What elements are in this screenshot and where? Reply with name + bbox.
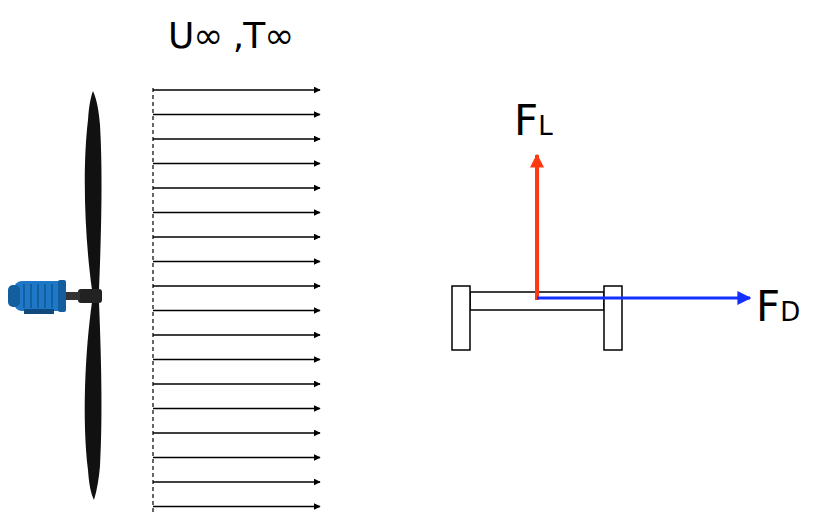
flow-arrow <box>153 359 320 360</box>
flow-arrow <box>153 310 320 311</box>
flow-arrow <box>153 457 320 458</box>
motor-body <box>14 281 66 311</box>
motor-fins <box>24 284 52 308</box>
flow-arrow <box>153 163 320 164</box>
motor-cap <box>8 285 20 307</box>
drag-label: FD <box>756 286 800 328</box>
flow-arrow <box>153 432 320 433</box>
flow-arrow <box>153 261 320 262</box>
propeller-blade <box>85 91 102 290</box>
flow-arrow <box>153 506 320 507</box>
flow-arrow <box>153 138 320 139</box>
motor-foot <box>24 309 54 314</box>
motor-fin <box>37 284 39 308</box>
propeller-blade <box>85 302 102 500</box>
motor-fin <box>44 284 46 308</box>
flow-arrows <box>153 90 320 507</box>
flow-arrow <box>153 481 320 482</box>
flow-arrow <box>153 334 320 335</box>
lift-label: FL <box>514 100 553 142</box>
drag-arrow <box>537 297 750 300</box>
flow-arrow <box>153 114 320 115</box>
motor-flange <box>58 280 66 312</box>
motor-shaft <box>66 292 80 300</box>
propeller-hub <box>78 289 102 303</box>
flow-arrow <box>153 187 320 188</box>
body-plate <box>604 286 622 350</box>
flow-arrow <box>153 383 320 384</box>
flow-label: U∞ ,T∞ <box>168 18 293 54</box>
flow-arrow <box>153 285 320 286</box>
flow-arrow <box>153 408 320 409</box>
body-plate <box>452 286 470 350</box>
motor-fin <box>23 284 25 308</box>
motor-fin <box>30 284 32 308</box>
lift-arrow <box>535 155 539 300</box>
flow-arrow <box>153 212 320 213</box>
flow-arrow <box>153 236 320 237</box>
flow-arrow <box>153 89 320 90</box>
fan <box>8 91 102 500</box>
motor-fin <box>51 284 53 308</box>
profile-baseline <box>152 88 153 512</box>
